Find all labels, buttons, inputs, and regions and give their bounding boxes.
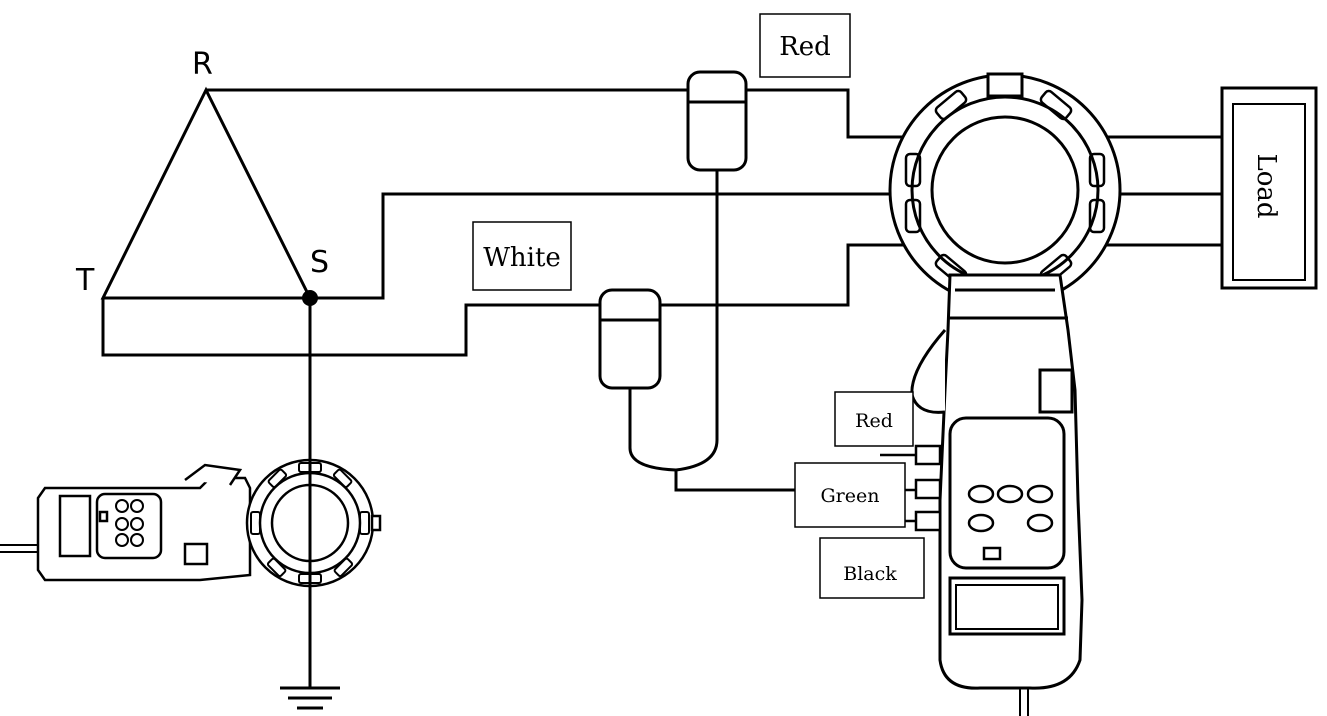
label-box-green-lead (794, 462, 906, 528)
meter-input-jacks (914, 444, 942, 532)
label-box-red-top (759, 13, 851, 78)
delta-source-triangle (100, 86, 313, 300)
label-box-red-lead (834, 391, 914, 447)
meter-buttons (967, 484, 1054, 561)
voltage-clip-red (686, 70, 748, 172)
label-box-white (472, 221, 572, 291)
wire-phase-t (101, 243, 1222, 357)
wire-phase-s (310, 192, 1222, 300)
lead-wire-white (628, 388, 677, 472)
clamp-aperture (930, 115, 1080, 265)
meter-display (948, 576, 1066, 636)
label-r: R (192, 47, 213, 82)
voltage-clip-white (598, 288, 662, 390)
lead-wire-combined (674, 470, 795, 492)
clamp-meter-leakage (0, 458, 382, 588)
junction-dot-s (302, 290, 318, 306)
label-load-text: Load (1251, 153, 1281, 218)
ground-symbol (280, 686, 340, 710)
label-green-lead: Green (821, 485, 880, 507)
label-s: S (310, 245, 329, 280)
label-white: White (483, 243, 561, 273)
clamp-meter-main (888, 72, 1122, 716)
label-red-top: Red (779, 32, 831, 62)
label-box-black-lead (819, 537, 925, 599)
label-t: T (75, 263, 95, 298)
lead-wire-red (675, 170, 719, 472)
label-black-lead: Black (843, 563, 897, 585)
load-inner-box (1232, 103, 1306, 281)
load-outer-box (1220, 86, 1318, 290)
label-red-lead: Red (855, 410, 893, 432)
